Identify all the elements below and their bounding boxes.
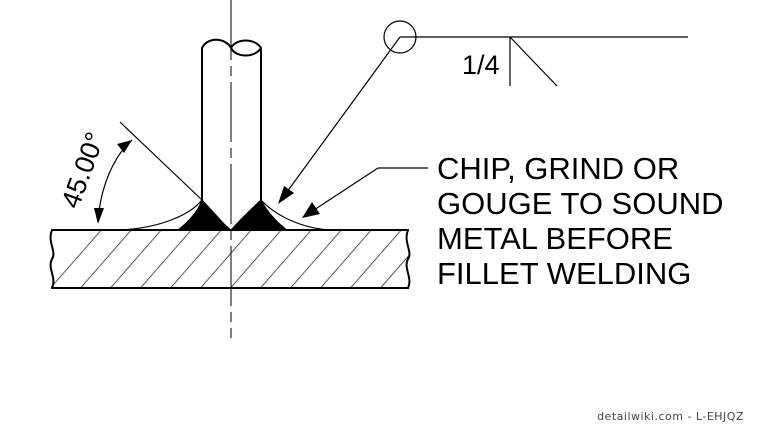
- note-line-3: METAL BEFORE: [437, 221, 673, 256]
- center-right-weld: [229, 198, 262, 231]
- note-line-4: FILLET WELDING: [437, 256, 691, 291]
- note-line-2: GOUGE TO SOUND: [437, 186, 724, 221]
- base-plate: [49, 229, 411, 289]
- fillet-symbol-diagonal: [509, 36, 558, 87]
- angle-label: 45.00°: [55, 128, 110, 212]
- note-text-block: CHIP, GRIND OR GOUGE TO SOUND METAL BEFO…: [437, 151, 724, 291]
- angle-dimension: 45.00°: [55, 121, 203, 224]
- weld-symbol: 1/4: [278, 20, 688, 204]
- weld-arrow-head: [278, 186, 294, 204]
- note-line-1: CHIP, GRIND OR: [437, 151, 679, 186]
- note-arrow-head: [302, 202, 320, 218]
- groove-profile: [119, 199, 331, 231]
- weld-arrow-leader: [283, 36, 401, 197]
- right-fillet-weld: [260, 199, 289, 231]
- fillet-welds: [176, 198, 289, 231]
- plate-hatching: [52, 230, 408, 288]
- center-left-weld: [201, 198, 233, 231]
- note-leader: [302, 167, 428, 218]
- weld-size-label: 1/4: [462, 50, 500, 80]
- credit-text: detailwiki.com - L-EHJQZ: [597, 410, 744, 423]
